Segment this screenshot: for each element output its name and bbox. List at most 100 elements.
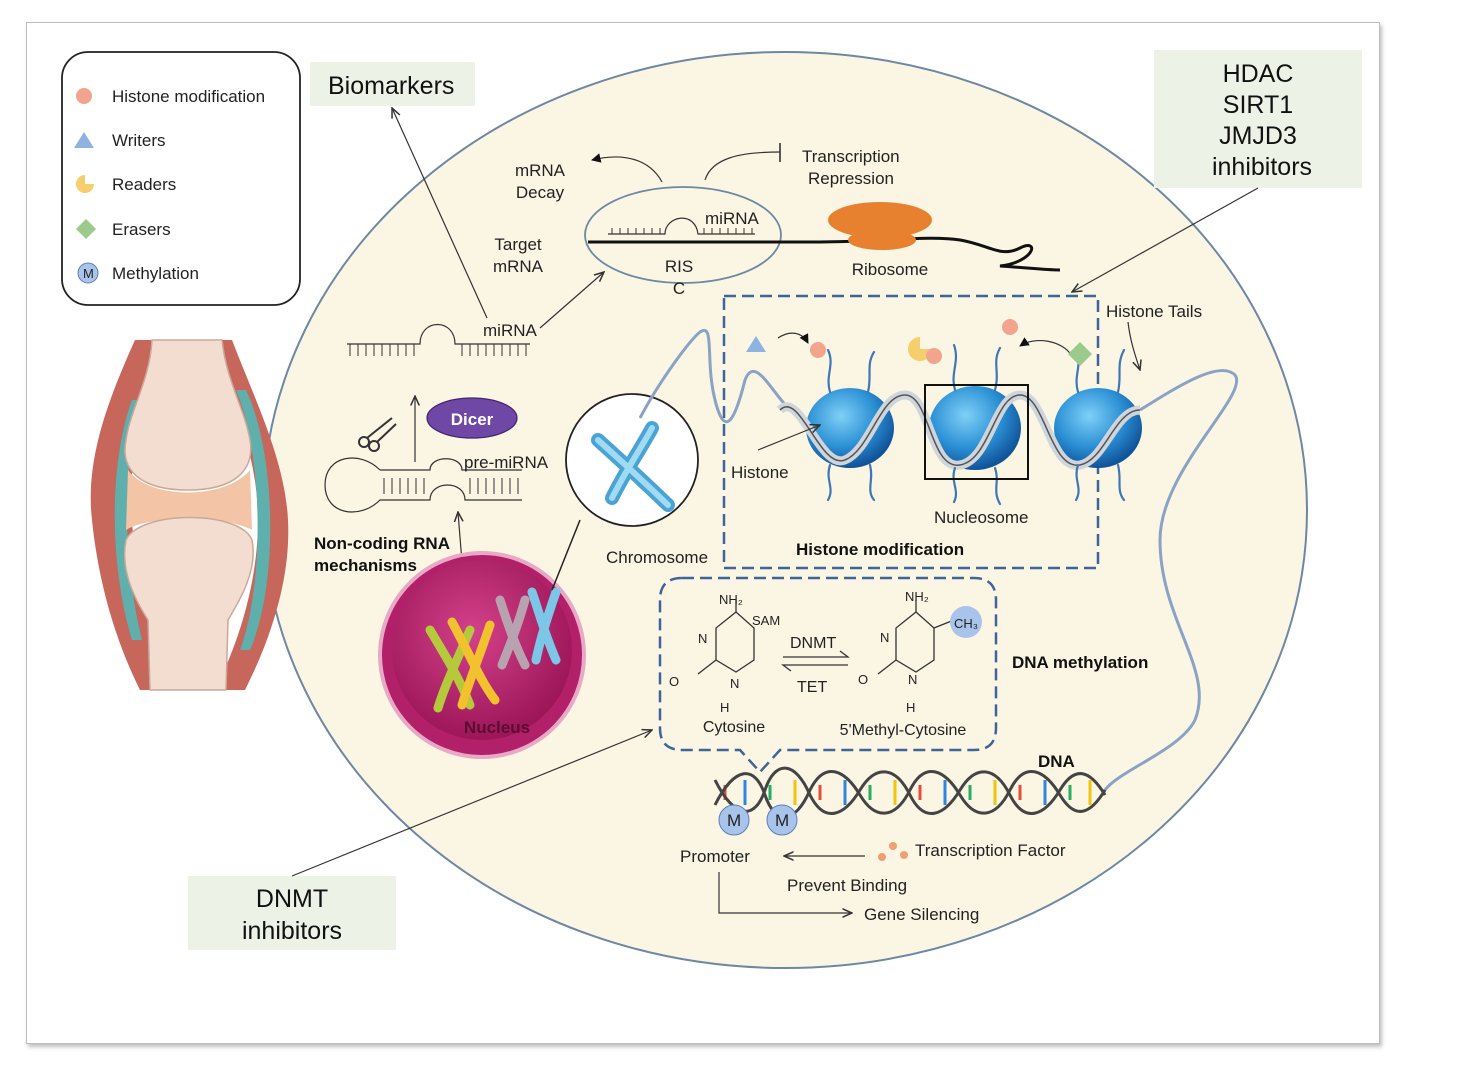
hdac-inhibitors-box bbox=[1154, 50, 1362, 188]
decay-arrow bbox=[591, 153, 663, 183]
methyl-cytosine-nh2: NH₂ bbox=[905, 589, 929, 604]
methyl-cytosine-o: O bbox=[858, 672, 868, 687]
cytosine-n1: N bbox=[730, 676, 739, 691]
transcription-factor-dot-icon bbox=[878, 853, 886, 861]
histone-mark-circle-icon bbox=[1002, 319, 1018, 335]
nucleosome-label: Nucleosome bbox=[934, 508, 1029, 527]
risc-mirna-label: miRNA bbox=[705, 209, 759, 228]
repression-line bbox=[704, 151, 781, 181]
legend-box: Histone modification Writers Readers Era… bbox=[61, 51, 301, 306]
chromosome-label: Chromosome bbox=[606, 548, 708, 567]
methyl-cytosine-h: H bbox=[906, 700, 915, 715]
nucleosome-highlight-box bbox=[924, 384, 1029, 480]
histone-tails-label: Histone Tails bbox=[1106, 302, 1202, 321]
cytosine-o: O bbox=[669, 674, 679, 689]
pre-mirna-label: pre-miRNA bbox=[464, 453, 549, 472]
dnmt-enzyme-label: DNMT bbox=[790, 635, 836, 652]
eraser-diamond-icon bbox=[1068, 342, 1092, 366]
writer-arrow bbox=[777, 332, 809, 344]
eraser-arrow bbox=[1019, 337, 1073, 357]
transcription-factor-dot-icon bbox=[900, 851, 908, 859]
mirna-teeth bbox=[349, 344, 527, 356]
legend-label: Histone modification bbox=[112, 87, 265, 106]
non-coding-rna-label-2: mechanisms bbox=[314, 556, 417, 575]
histone-tails-arrow bbox=[1127, 321, 1140, 370]
ch3-label: CH₃ bbox=[954, 616, 978, 631]
methyl-cytosine-n3: N bbox=[880, 630, 889, 645]
m-badge-text: M bbox=[83, 266, 94, 281]
m-circle-icon bbox=[77, 262, 99, 284]
nucleosome-row bbox=[776, 386, 1142, 470]
pre-mirna-strand bbox=[324, 457, 522, 513]
methyl-cytosine-label: 5'Methyl-Cytosine bbox=[840, 722, 967, 739]
biomarkers-box bbox=[310, 62, 475, 106]
promoter-label: Promoter bbox=[680, 847, 750, 866]
risc-mirna-strand bbox=[608, 217, 755, 235]
legend-label: Methylation bbox=[112, 264, 199, 283]
dnmt-inhibitors-box bbox=[188, 876, 396, 950]
chromosome-icon bbox=[591, 421, 675, 512]
legend-label: Erasers bbox=[112, 220, 171, 239]
prevent-binding-label: Prevent Binding bbox=[787, 876, 907, 895]
methylation-mark-label: M bbox=[775, 811, 789, 830]
non-coding-rna-label: Non-coding RNA bbox=[314, 534, 450, 553]
dicer-enzyme bbox=[426, 397, 518, 439]
nucleus-label: Nucleus bbox=[464, 718, 530, 737]
sam-label: SAM bbox=[752, 613, 780, 628]
cytosine-structure bbox=[697, 600, 755, 675]
blue-triangle-icon bbox=[74, 132, 94, 148]
transcription-factor-dot-icon bbox=[889, 842, 897, 850]
hdac-label: HDAC bbox=[1223, 60, 1294, 88]
methyl-cytosine-n1: N bbox=[908, 672, 917, 687]
nucleus-chromosomes bbox=[425, 587, 561, 713]
chromosome-callout-line bbox=[551, 519, 581, 591]
ribosome-small-subunit bbox=[848, 230, 916, 250]
pre-mirna-teeth bbox=[383, 478, 519, 494]
dna-thread-right bbox=[1103, 369, 1239, 791]
mrna-decay-label: mRNA bbox=[515, 161, 566, 180]
methylation-mark-icon bbox=[766, 804, 798, 836]
sirt1-label: SIRT1 bbox=[1223, 91, 1293, 119]
target-mrna-label: Target bbox=[494, 235, 542, 254]
transcription-repression-label: Transcription bbox=[802, 147, 900, 166]
cytosine-nh2: NH₂ bbox=[719, 592, 743, 607]
risc-label-2: C bbox=[673, 279, 685, 298]
yellow-pacman-icon bbox=[76, 175, 94, 193]
cytosine-n3: N bbox=[698, 631, 707, 646]
cytosine-h: H bbox=[720, 700, 729, 715]
tet-label: TET bbox=[797, 679, 827, 696]
writer-triangle-icon bbox=[746, 336, 766, 352]
mrna-decay-label-2: Decay bbox=[516, 183, 565, 202]
salmon-circle-icon bbox=[76, 88, 92, 104]
dna-thread-left bbox=[638, 328, 792, 424]
legend-label: Readers bbox=[112, 175, 176, 194]
methyl-cytosine-structure bbox=[877, 600, 955, 675]
dnmt-arrow bbox=[291, 730, 652, 877]
risc-complex bbox=[584, 186, 782, 284]
dicer-label: Dicer bbox=[451, 410, 494, 429]
biomarkers-label: Biomarkers bbox=[328, 72, 454, 100]
risc-mirna-teeth bbox=[611, 228, 753, 234]
histone-label: Histone bbox=[731, 463, 789, 482]
dnmt-label: DNMT bbox=[256, 885, 328, 913]
transcription-factor-label: Transcription Factor bbox=[915, 841, 1066, 860]
methylation-mark-icon bbox=[718, 804, 750, 836]
dna-methylation-panel bbox=[658, 576, 998, 774]
histone-pointer bbox=[757, 425, 820, 451]
risc-label: RIS bbox=[665, 257, 693, 276]
dna-methylation-title: DNA methylation bbox=[1012, 653, 1148, 672]
methylation-mark-label: M bbox=[727, 811, 741, 830]
scissors-icon bbox=[358, 417, 397, 452]
gene-silencing-arrow bbox=[718, 872, 852, 913]
histone-modification-title: Histone modification bbox=[796, 540, 964, 559]
mirna-strand bbox=[347, 323, 530, 345]
dna-label: DNA bbox=[1038, 752, 1075, 771]
mirna-label: miRNA bbox=[483, 321, 537, 340]
gene-silencing-label: Gene Silencing bbox=[864, 905, 979, 924]
histone-mark-circle-icon bbox=[810, 342, 826, 358]
pre-mirna-strand-top bbox=[380, 458, 522, 471]
equilibrium-arrows bbox=[781, 650, 850, 672]
methyl-group-icon bbox=[950, 606, 982, 638]
hdac-arrow bbox=[1072, 187, 1259, 292]
